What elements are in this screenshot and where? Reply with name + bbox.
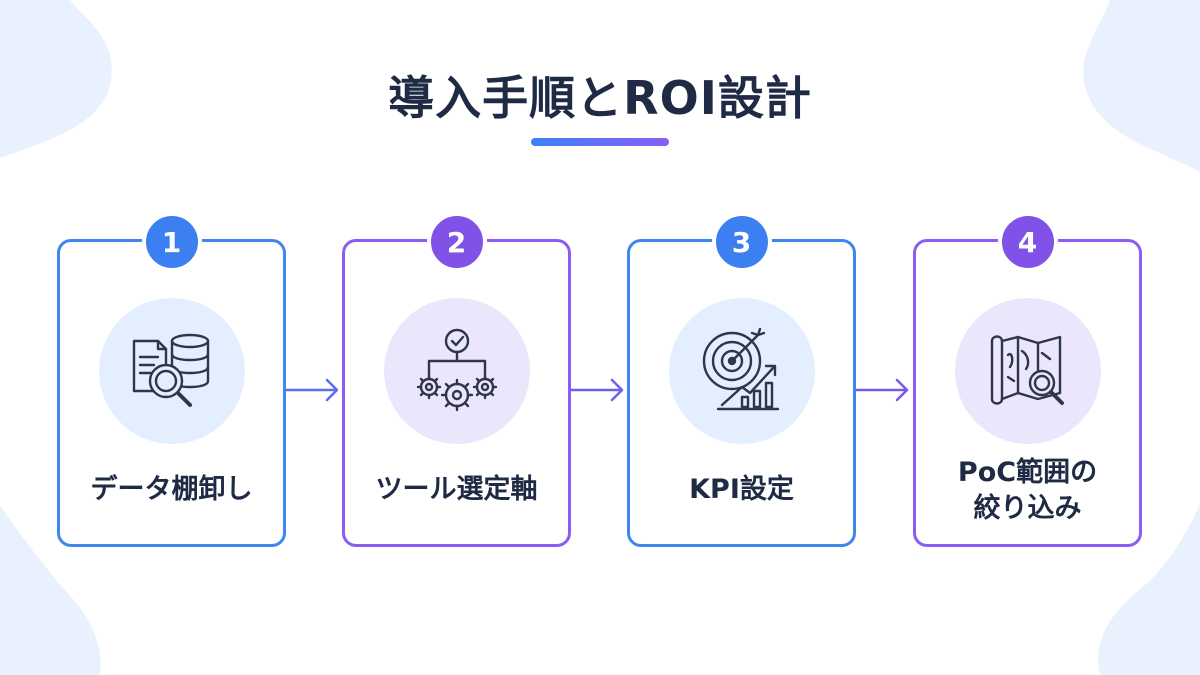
step-label-line-1: PoC範囲の bbox=[957, 457, 1098, 488]
step-number-badge: 4 bbox=[997, 212, 1058, 272]
arrow-right-icon bbox=[571, 378, 624, 402]
step-label: KPI設定 bbox=[689, 474, 794, 505]
step-label-line-2: 絞り込み bbox=[973, 493, 1082, 524]
step-label: ツール選定軸 bbox=[375, 474, 538, 505]
corner-blob-bottom-left bbox=[0, 505, 101, 675]
kpi-target-chart-icon bbox=[668, 298, 815, 444]
corner-blob-top-right bbox=[1083, 0, 1200, 172]
title-underline bbox=[531, 138, 669, 146]
corner-blob-top-left bbox=[0, 0, 112, 158]
step-card-1: 1 データ棚卸し bbox=[57, 212, 286, 547]
corner-blob-bottom-right bbox=[1098, 505, 1200, 675]
tool-selection-gears-icon bbox=[383, 298, 530, 444]
step-card-4: 4 PoC範囲の 絞り込み bbox=[913, 212, 1142, 547]
step-card-2: 2 ツール選定軸 bbox=[342, 212, 571, 547]
page-title: 導入手順とROI設計 bbox=[388, 71, 812, 125]
step-label: PoC範囲の 絞り込み bbox=[916, 455, 1139, 527]
step-number-badge: 3 bbox=[711, 212, 772, 272]
data-inventory-icon bbox=[98, 298, 245, 444]
map-search-icon bbox=[954, 298, 1101, 444]
arrow-right-icon bbox=[856, 378, 909, 402]
arrow-right-icon bbox=[286, 378, 339, 402]
step-number-badge: 2 bbox=[426, 212, 487, 272]
step-card-3: 3 KPI設定 bbox=[627, 212, 856, 547]
step-label: データ棚卸し bbox=[90, 474, 253, 505]
step-number-badge: 1 bbox=[141, 212, 202, 272]
